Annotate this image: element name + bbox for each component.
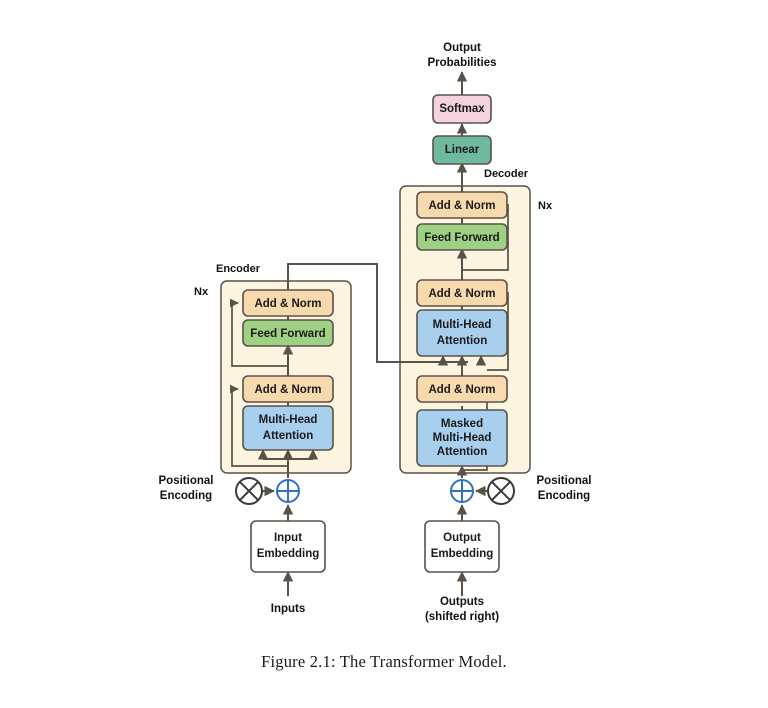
decoder-add-norm-3-label: Add & Norm	[428, 200, 495, 212]
decoder-repeat-label: Nx	[538, 200, 553, 212]
encoder-positional-encoding-circle-times-icon[interactable]	[235, 477, 263, 505]
output-embedding-label-line2: Embedding	[431, 548, 494, 560]
decoder-masked-mha-label-line3: Attention	[437, 446, 487, 458]
encoder-positional-encoding-label-line2: Encoding	[160, 490, 212, 502]
softmax-label: Softmax	[439, 103, 485, 115]
output-probabilities-label-line2: Probabilities	[427, 57, 496, 69]
decoder-block-multi-head-attention[interactable]: Multi-Head Attention	[416, 309, 508, 357]
output-probabilities-label-line1: Output	[443, 42, 481, 54]
encoder-output-to-decoder-bus	[287, 263, 436, 363]
softmax-block[interactable]: Softmax	[432, 94, 492, 124]
output-embedding-label-line1: Output	[443, 532, 481, 544]
outputs-label-line2: (shifted right)	[425, 611, 499, 623]
input-embedding-label-line1: Input	[274, 532, 302, 544]
encoder-group-label: Encoder	[216, 263, 261, 275]
linear-label: Linear	[445, 144, 480, 156]
outputs-label-line1: Outputs	[440, 596, 484, 608]
encoder-positional-encoding-label-line1: Positional	[159, 475, 214, 487]
decoder-block-add-norm-3[interactable]: Add & Norm	[416, 191, 508, 219]
decoder-group-label: Decoder	[484, 168, 529, 180]
decoder-positional-encoding-circle-times-icon[interactable]	[487, 477, 515, 505]
encoder-residual-1	[229, 384, 288, 467]
encoder-repeat-label: Nx	[194, 286, 209, 298]
input-embedding-label-line2: Embedding	[257, 548, 320, 560]
encoder-add-norm-1-label: Add & Norm	[254, 384, 321, 396]
encoder-block-multi-head-attention[interactable]: Multi-Head Attention	[242, 405, 334, 451]
decoder-positional-encoding-label-line1: Positional	[537, 475, 592, 487]
encoder-add-circle-plus[interactable]	[276, 479, 300, 503]
decoder-add-norm-2-label: Add & Norm	[428, 288, 495, 300]
encoder-feed-forward-label: Feed Forward	[250, 328, 325, 340]
decoder-masked-mha-label-line2: Multi-Head	[433, 432, 492, 444]
decoder-mha-label-line1: Multi-Head	[433, 319, 492, 331]
decoder-add-circle-plus[interactable]	[450, 479, 474, 503]
input-embedding-block[interactable]: Input Embedding	[250, 520, 326, 573]
inputs-label: Inputs	[271, 603, 306, 615]
linear-block[interactable]: Linear	[432, 135, 492, 165]
output-embedding-block[interactable]: Output Embedding	[424, 520, 500, 573]
encoder-block-add-norm-2[interactable]: Add & Norm	[242, 289, 334, 317]
decoder-block-add-norm-1[interactable]: Add & Norm	[416, 375, 508, 403]
encoder-residual-2	[229, 298, 288, 367]
encoder-block-add-norm-1[interactable]: Add & Norm	[242, 375, 334, 403]
encoder-block-feed-forward[interactable]: Feed Forward	[242, 319, 334, 347]
encoder-add-norm-2-label: Add & Norm	[254, 298, 321, 310]
decoder-add-norm-1-label: Add & Norm	[428, 384, 495, 396]
decoder-feed-forward-label: Feed Forward	[424, 232, 499, 244]
decoder-mha-label-line2: Attention	[437, 335, 487, 347]
decoder-block-add-norm-2[interactable]: Add & Norm	[416, 279, 508, 307]
decoder-masked-mha-label-line1: Masked	[441, 418, 483, 430]
decoder-positional-encoding-label-line2: Encoding	[538, 490, 590, 502]
decoder-block-feed-forward[interactable]: Feed Forward	[416, 223, 508, 251]
figure-caption: Figure 2.1: The Transformer Model.	[261, 652, 507, 671]
encoder-mha-label-line1: Multi-Head	[259, 414, 318, 426]
decoder-block-masked-multi-head-attention[interactable]: Masked Multi-Head Attention	[416, 409, 508, 467]
encoder-mha-label-line2: Attention	[263, 430, 313, 442]
